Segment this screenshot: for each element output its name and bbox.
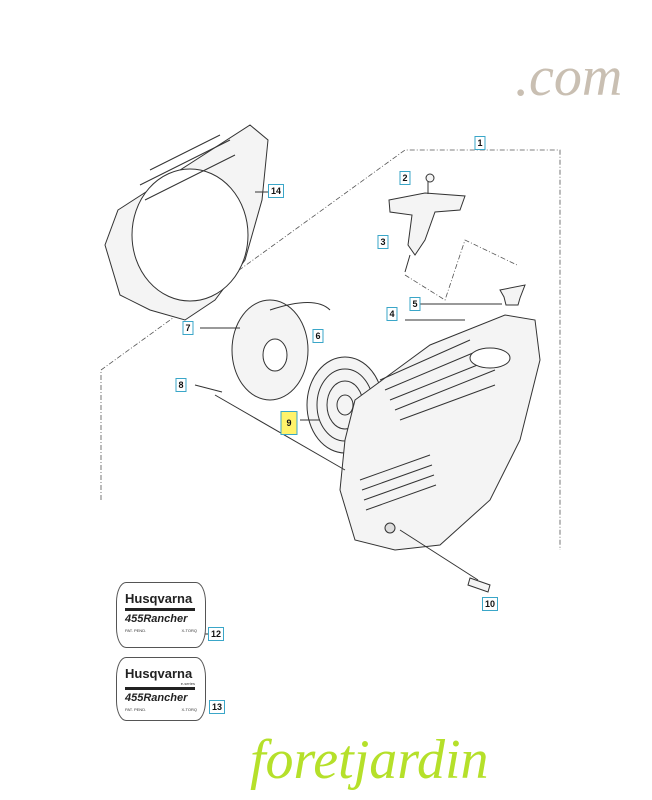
decal-brand: Husqvarna xyxy=(125,591,193,606)
decal-patent: PAT. PEND. xyxy=(125,628,147,633)
watermark-main: foretjardin xyxy=(250,729,489,791)
fan-housing-part xyxy=(104,124,270,321)
decal-series: e-series xyxy=(180,681,195,686)
part-label-3[interactable]: 3 xyxy=(377,235,389,249)
decal-model: 455Rancher xyxy=(125,687,195,705)
decal-patent: PAT. PEND. xyxy=(125,707,147,712)
part-label-14[interactable]: 14 xyxy=(267,184,285,198)
part-label-5[interactable]: 5 xyxy=(409,297,421,311)
part-label-2[interactable]: 2 xyxy=(399,171,411,185)
rope-guide-part xyxy=(499,284,526,306)
starter-cover-part xyxy=(339,314,541,551)
part-label-1[interactable]: 1 xyxy=(474,136,486,150)
pulley-part xyxy=(200,299,331,401)
starter-handle-part xyxy=(388,173,518,301)
decal-xtorq: X-TORQ xyxy=(181,628,197,633)
part-label-12[interactable]: 12 xyxy=(207,627,225,641)
part-label-7[interactable]: 7 xyxy=(182,321,194,335)
decal-model: 455Rancher xyxy=(125,608,195,626)
watermark: foretjardin .com xyxy=(250,46,622,791)
part-label-9-highlighted[interactable]: 9 xyxy=(280,411,298,435)
decal-brand: Husqvarna xyxy=(125,666,193,681)
part-label-10[interactable]: 10 xyxy=(481,597,499,611)
part-label-13[interactable]: 13 xyxy=(208,700,226,714)
screw-part xyxy=(467,577,491,593)
decal-13: Husqvarna e-series 455Rancher PAT. PEND.… xyxy=(116,657,206,721)
assembly-frame xyxy=(100,149,561,550)
decal-xtorq: X-TORQ xyxy=(181,707,197,712)
decal-12: Husqvarna 455Rancher PAT. PEND. X-TORQ xyxy=(116,582,206,648)
part-label-8[interactable]: 8 xyxy=(175,378,187,392)
part-label-4[interactable]: 4 xyxy=(386,307,398,321)
watermark-suffix: .com xyxy=(515,46,622,108)
part-label-6[interactable]: 6 xyxy=(312,329,324,343)
